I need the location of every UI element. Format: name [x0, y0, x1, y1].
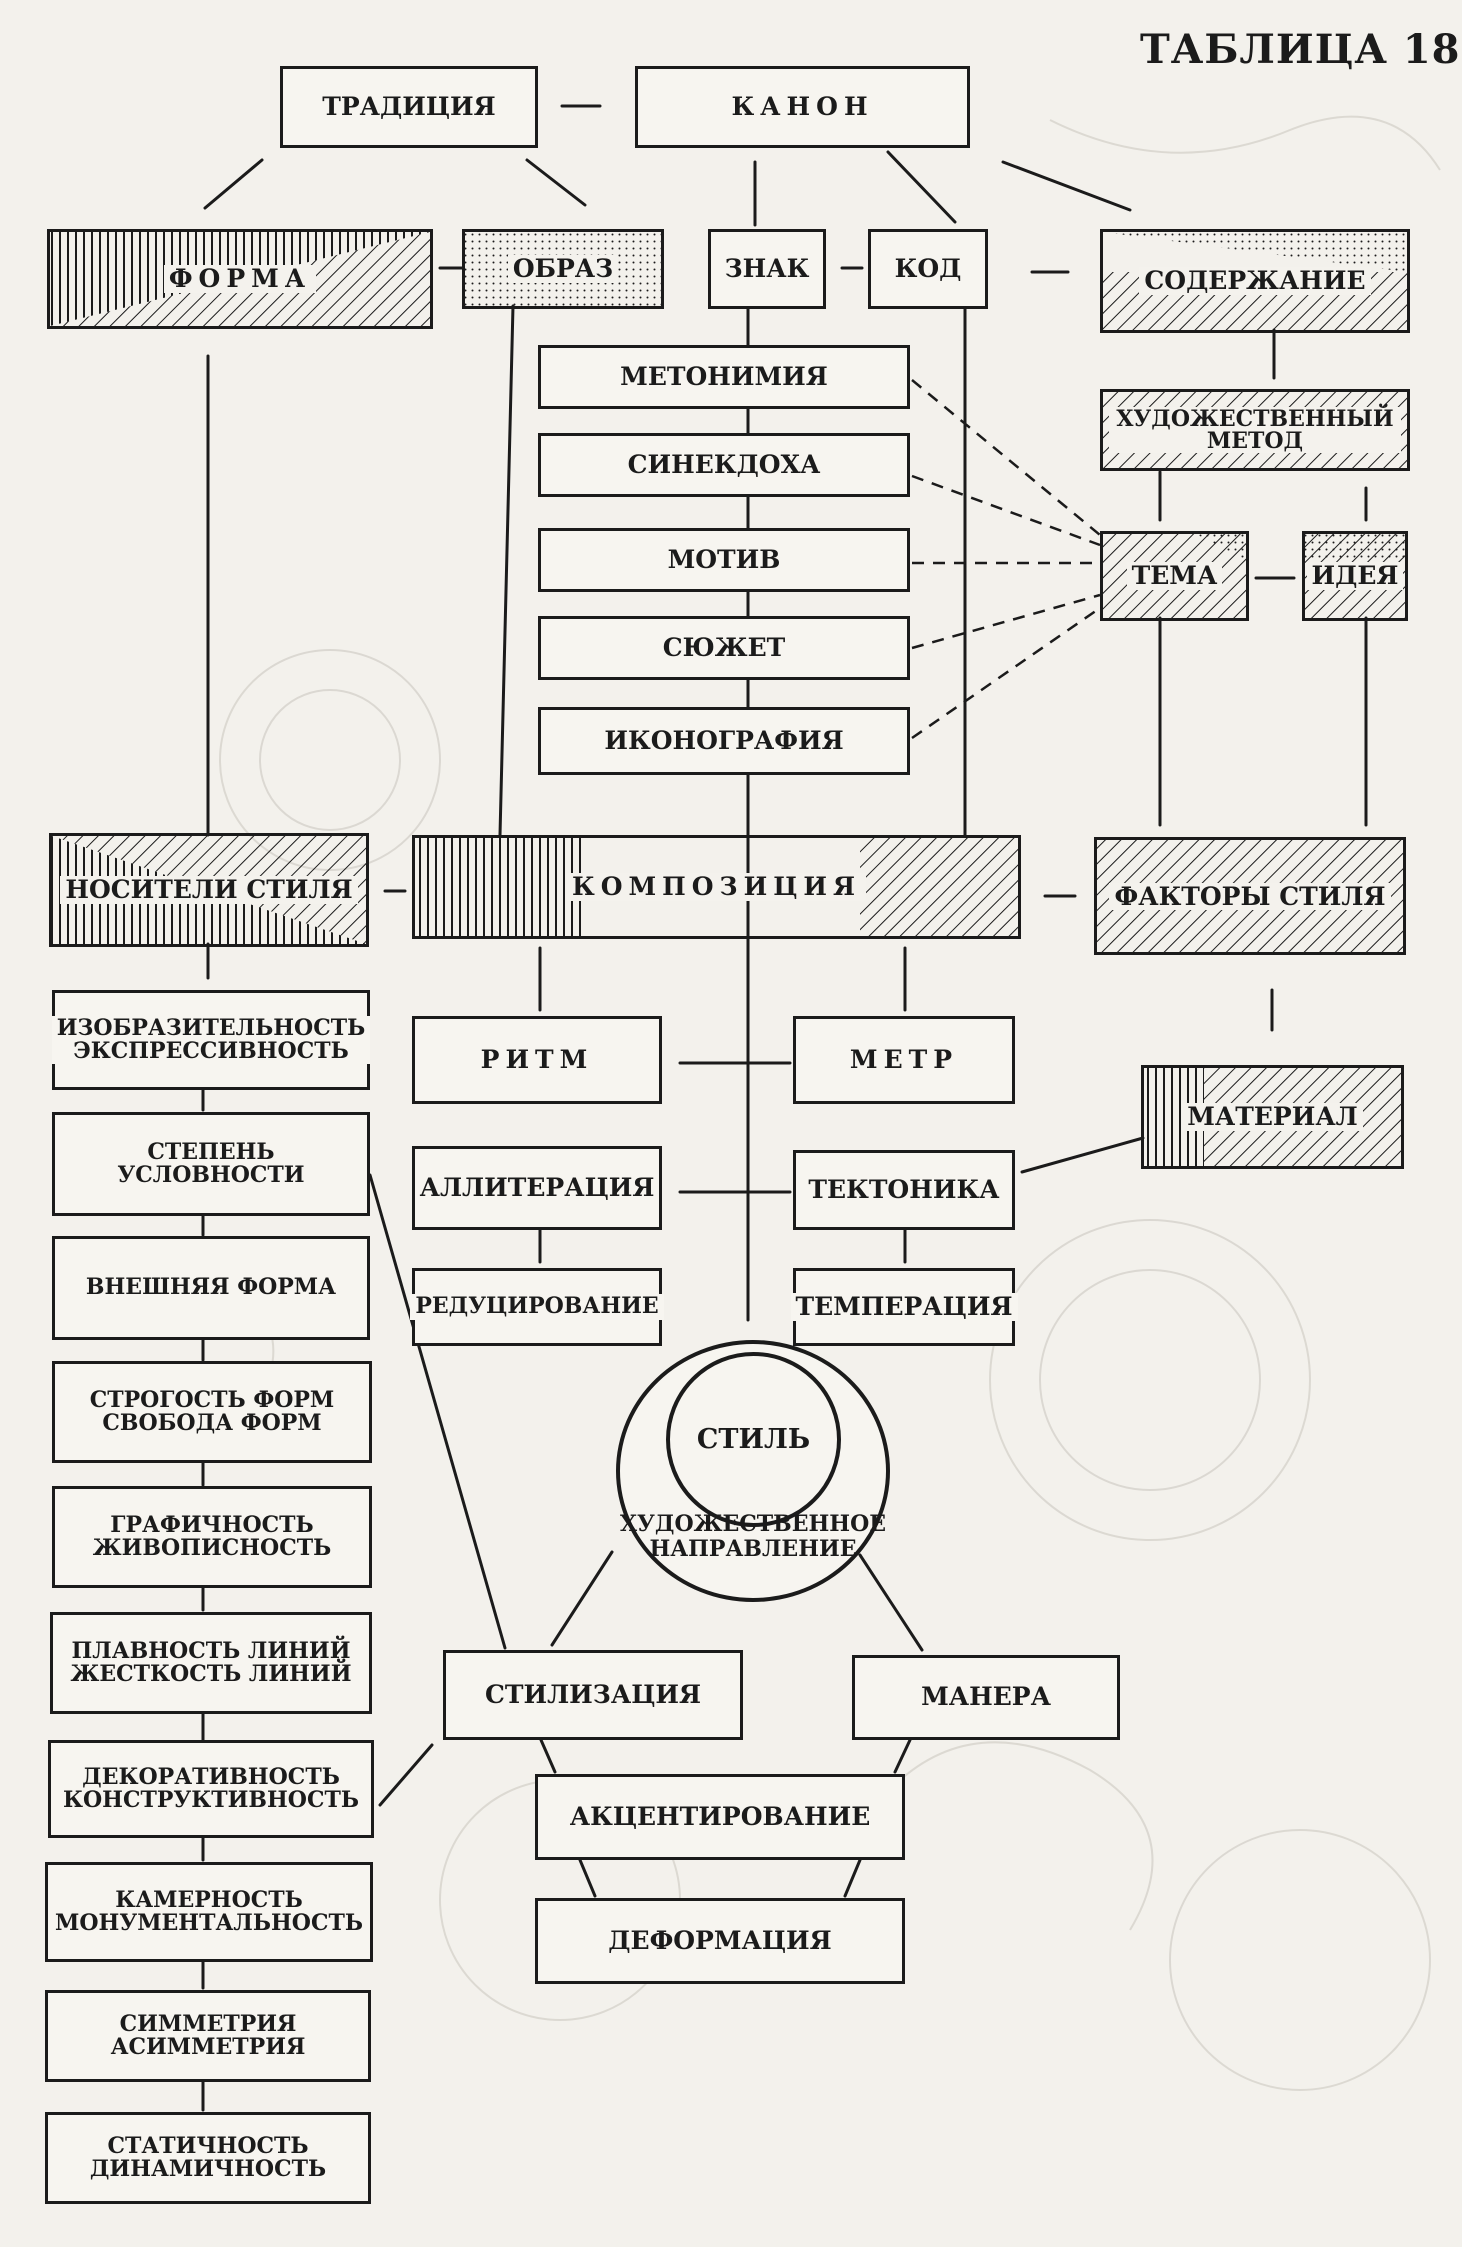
- outer-form-label: ВНЕШНЯЯ ФОРМА: [80, 1275, 342, 1301]
- synecdoche-node: СИНЕКДОХА: [538, 433, 910, 497]
- tradition-label: ТРАДИЦИЯ: [317, 92, 501, 122]
- deformation-label: ДЕФОРМАЦИЯ: [603, 1926, 837, 1956]
- meter-node: МЕТР: [793, 1016, 1015, 1104]
- tectonics-label: ТЕКТОНИКА: [803, 1175, 1005, 1205]
- reduction-node: РЕДУЦИРОВАНИЕ: [410, 1268, 664, 1346]
- plot-label: СЮЖЕТ: [657, 633, 791, 663]
- style-factors-node: ФАКТОРЫ СТИЛЯ: [1094, 837, 1406, 955]
- symmetry-node: СИММЕТРИЯ АСИММЕТРИЯ: [45, 1990, 371, 2082]
- synecdoche-label: СИНЕКДОХА: [622, 450, 826, 480]
- decorativeness-node: ДЕКОРАТИВНОСТЬ КОНСТРУКТИВНОСТЬ: [48, 1740, 374, 1838]
- style-factors-label: ФАКТОРЫ СТИЛЯ: [1109, 882, 1391, 910]
- manner-node: МАНЕРА: [852, 1655, 1120, 1740]
- table-title: ТАБЛИЦА 18: [1140, 26, 1461, 73]
- canon-node: КАНОН: [635, 66, 970, 148]
- composition-node: КОМПОЗИЦИЯ: [412, 835, 1021, 939]
- theme-label: ТЕМА: [1126, 561, 1223, 591]
- smoothness-label: ПЛАВНОСТЬ ЛИНИЙ ЖЕСТКОСТЬ ЛИНИЙ: [59, 1638, 363, 1688]
- static-label: СТАТИЧНОСТЬ ДИНАМИЧНОСТЬ: [54, 2133, 362, 2183]
- pictoriality-node: ИЗОБРАЗИТЕЛЬНОСТЬ ЭКСПРЕССИВНОСТЬ: [51, 990, 371, 1090]
- style-carriers-node: НОСИТЕЛИ СТИЛЯ: [49, 833, 369, 947]
- alliteration-node: АЛЛИТЕРАЦИЯ: [412, 1146, 662, 1230]
- code-node: КОД: [868, 229, 988, 309]
- iconography-node: ИКОНОГРАФИЯ: [538, 707, 910, 775]
- sign-label: ЗНАК: [719, 254, 815, 284]
- plot-node: СЮЖЕТ: [538, 616, 910, 680]
- motif-node: МОТИВ: [538, 528, 910, 592]
- symmetry-label: СИММЕТРИЯ АСИММЕТРИЯ: [54, 2011, 362, 2061]
- idea-node: ИДЕЯ: [1302, 531, 1408, 621]
- pictoriality-label: ИЗОБРАЗИТЕЛЬНОСТЬ ЭКСПРЕССИВНОСТЬ: [51, 1015, 371, 1065]
- chamber-node: КАМЕРНОСТЬ МОНУМЕНТАЛЬНОСТЬ: [45, 1862, 373, 1962]
- alliteration-label: АЛЛИТЕРАЦИЯ: [414, 1173, 660, 1203]
- image-label: ОБРАЗ: [507, 254, 619, 284]
- style-carriers-label: НОСИТЕЛИ СТИЛЯ: [60, 875, 358, 905]
- material-node: МАТЕРИАЛ: [1141, 1065, 1404, 1169]
- art-direction-label: ХУДОЖЕСТВЕННОЕ НАПРАВЛЕНИЕ: [619, 1510, 887, 1562]
- decorativeness-label: ДЕКОРАТИВНОСТЬ КОНСТРУКТИВНОСТЬ: [57, 1764, 365, 1814]
- content-label: СОДЕРЖАНИЕ: [1139, 266, 1371, 296]
- material-label: МАТЕРИАЛ: [1182, 1102, 1363, 1132]
- strictness-node: СТРОГОСТЬ ФОРМ СВОБОДА ФОРМ: [52, 1361, 372, 1463]
- chamber-label: КАМЕРНОСТЬ МОНУМЕНТАЛЬНОСТЬ: [50, 1887, 368, 1937]
- tectonics-node: ТЕКТОНИКА: [793, 1150, 1015, 1230]
- style-label: СТИЛЬ: [696, 1424, 811, 1455]
- convention-label: СТЕПЕНЬ УСЛОВНОСТИ: [61, 1139, 361, 1189]
- idea-label: ИДЕЯ: [1306, 561, 1404, 591]
- iconography-label: ИКОНОГРАФИЯ: [599, 726, 849, 756]
- meter-label: МЕТР: [844, 1045, 964, 1075]
- static-node: СТАТИЧНОСТЬ ДИНАМИЧНОСТЬ: [45, 2112, 371, 2204]
- style-circle: СТИЛЬ: [666, 1352, 841, 1527]
- deformation-node: ДЕФОРМАЦИЯ: [535, 1898, 905, 1984]
- image-node: ОБРАЗ: [462, 229, 664, 309]
- theme-node: ТЕМА: [1100, 531, 1249, 621]
- convention-node: СТЕПЕНЬ УСЛОВНОСТИ: [52, 1112, 370, 1216]
- code-label: КОД: [889, 254, 967, 284]
- smoothness-node: ПЛАВНОСТЬ ЛИНИЙ ЖЕСТКОСТЬ ЛИНИЙ: [50, 1612, 372, 1714]
- motif-label: МОТИВ: [662, 545, 786, 575]
- accentuation-label: АКЦЕНТИРОВАНИЕ: [564, 1802, 876, 1832]
- temperation-label: ТЕМПЕРАЦИЯ: [790, 1292, 1018, 1322]
- metonymy-node: МЕТОНИМИЯ: [538, 345, 910, 409]
- manner-label: МАНЕРА: [916, 1683, 1056, 1712]
- graphic-label: ГРАФИЧНОСТЬ ЖИВОПИСНОСТЬ: [61, 1512, 363, 1562]
- metonymy-label: МЕТОНИМИЯ: [615, 362, 833, 392]
- graphic-node: ГРАФИЧНОСТЬ ЖИВОПИСНОСТЬ: [52, 1486, 372, 1588]
- reduction-label: РЕДУЦИРОВАНИЕ: [410, 1294, 664, 1320]
- tradition-node: ТРАДИЦИЯ: [280, 66, 538, 148]
- outer-form-node: ВНЕШНЯЯ ФОРМА: [52, 1236, 370, 1340]
- art-method-node: ХУДОЖЕСТВЕННЫЙ МЕТОД: [1100, 389, 1410, 471]
- temperation-node: ТЕМПЕРАЦИЯ: [790, 1268, 1018, 1346]
- strictness-label: СТРОГОСТЬ ФОРМ СВОБОДА ФОРМ: [61, 1387, 363, 1437]
- form-label: ФОРМА: [163, 264, 317, 294]
- stylization-label: СТИЛИЗАЦИЯ: [479, 1680, 707, 1710]
- sign-node: ЗНАК: [708, 229, 826, 309]
- accentuation-node: АКЦЕНТИРОВАНИЕ: [535, 1774, 905, 1860]
- art-method-label: ХУДОЖЕСТВЕННЫЙ МЕТОД: [1109, 407, 1401, 453]
- composition-label: КОМПОЗИЦИЯ: [566, 872, 867, 902]
- rhythm-label: РИТМ: [475, 1045, 599, 1075]
- rhythm-node: РИТМ: [412, 1016, 662, 1104]
- form-node: ФОРМА: [47, 229, 433, 329]
- canon-label: КАНОН: [726, 92, 879, 122]
- stylization-node: СТИЛИЗАЦИЯ: [443, 1650, 743, 1740]
- content-node: СОДЕРЖАНИЕ: [1100, 229, 1410, 333]
